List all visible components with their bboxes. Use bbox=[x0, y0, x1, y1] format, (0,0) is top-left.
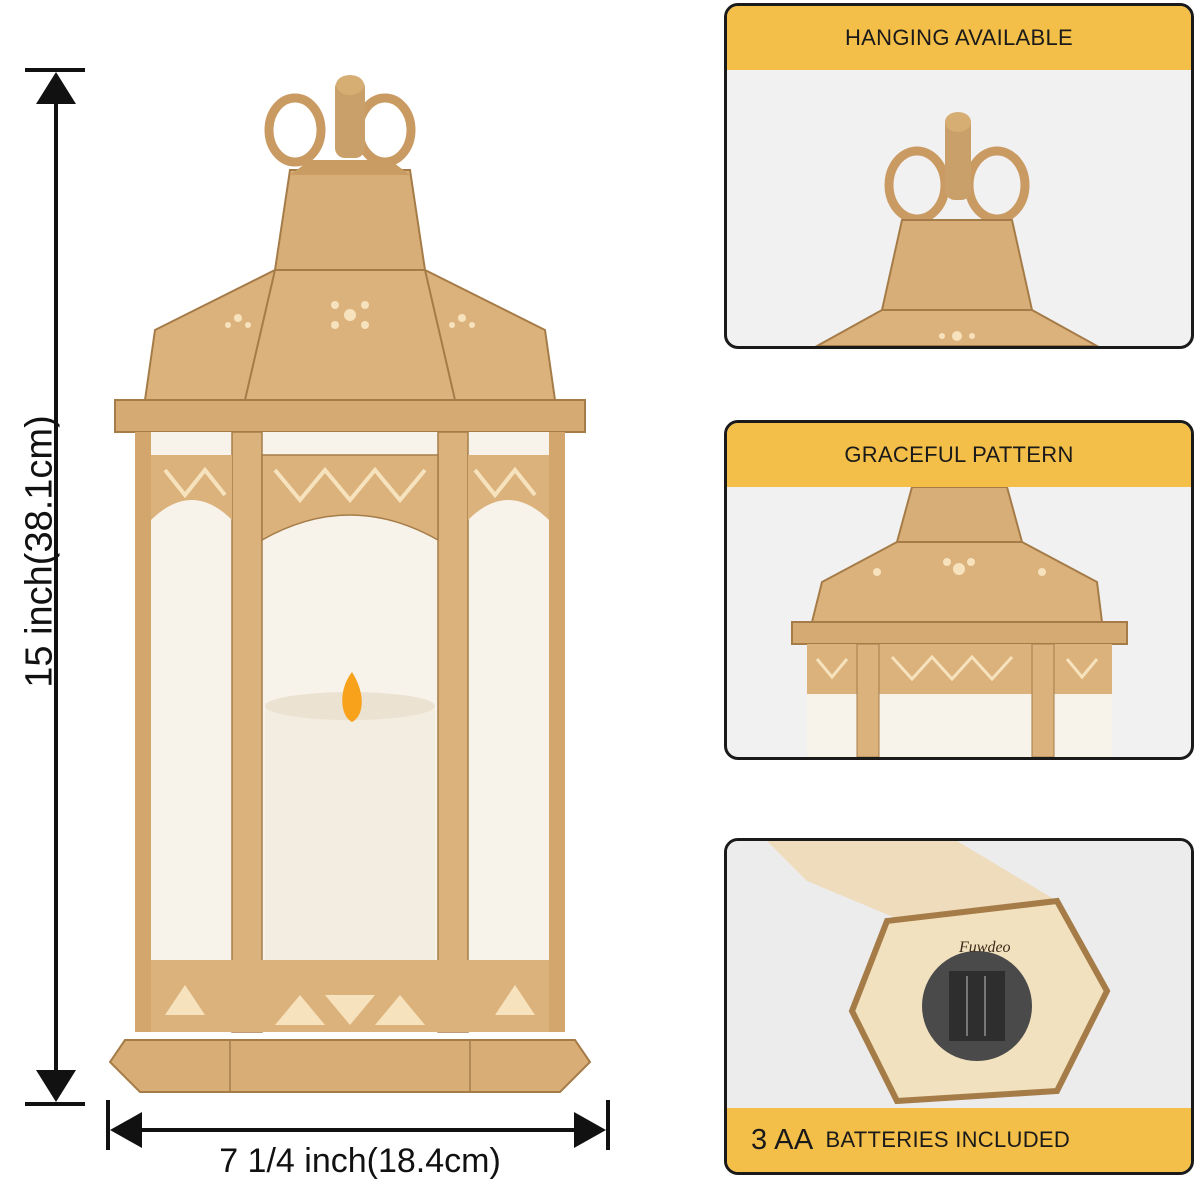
hanging-available-panel: HANGING AVAILABLE bbox=[724, 3, 1194, 349]
hanging-available-banner: HANGING AVAILABLE bbox=[727, 6, 1191, 70]
batteries-panel: Fuwdeo 3 AA BATTERIES INCLUDED bbox=[724, 838, 1194, 1175]
main-lantern-illustration bbox=[25, 68, 610, 1150]
width-dimension-arrow bbox=[106, 1100, 610, 1150]
lantern-top-closeup bbox=[814, 112, 1100, 346]
graceful-pattern-panel: GRACEFUL PATTERN bbox=[724, 420, 1194, 760]
batteries-included-banner: 3 AA BATTERIES INCLUDED bbox=[727, 1108, 1191, 1172]
height-dimension-label: 15 inch(38.1cm) bbox=[18, 415, 61, 688]
lantern-pattern-closeup bbox=[791, 487, 1128, 757]
hanging-ring bbox=[264, 93, 326, 167]
batteries-included-label: BATTERIES INCLUDED bbox=[825, 1127, 1071, 1152]
width-dimension-label: 7 1/4 inch(18.4cm) bbox=[219, 1142, 501, 1180]
flame bbox=[342, 672, 362, 722]
candle bbox=[265, 700, 435, 1000]
battery-count-label: 3 AA bbox=[751, 1123, 814, 1156]
lantern bbox=[108, 75, 592, 1093]
graceful-pattern-banner: GRACEFUL PATTERN bbox=[727, 423, 1191, 487]
lantern-base-closeup bbox=[727, 841, 1191, 1111]
brand-label: Fuwdeo bbox=[959, 939, 1011, 956]
height-dimension-arrow bbox=[25, 68, 85, 1106]
